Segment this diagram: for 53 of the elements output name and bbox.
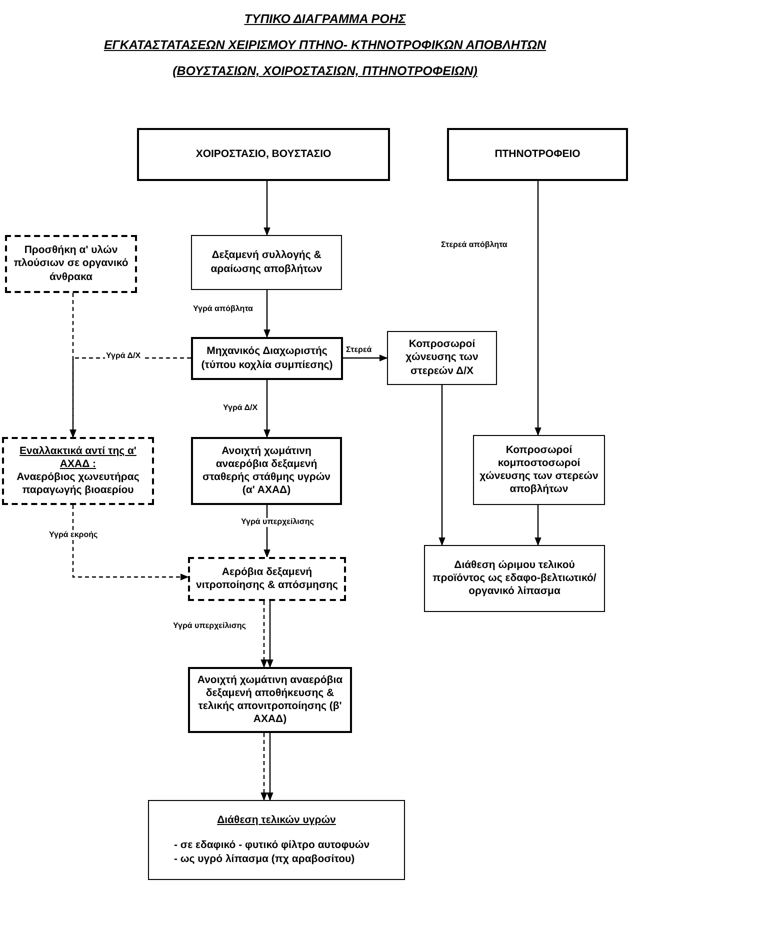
optional-process-box — [2, 437, 154, 505]
arrow — [534, 505, 542, 546]
dashed-arrow — [72, 505, 189, 580]
box-heading: Εναλλακτικά αντί της α' ΑΧΑΔ : — [18, 444, 138, 471]
arrow — [534, 181, 542, 436]
arrow — [266, 601, 274, 668]
box-text: Ανοιχτή χωμάτινη αναερόβια δεξαμενή σταθερής στάθμης υγρών (α' ΑΧΑΔ) — [201, 444, 332, 498]
process-box — [188, 667, 352, 733]
subtitle: (ΒΟΥΣΤΑΣΙΩΝ, ΧΟΙΡΟΣΤΑΣΙΩΝ, ΠΤΗΝΟΤΡΟΦΕΙΩΝ) — [172, 64, 478, 78]
process-box — [191, 337, 343, 380]
box-text: Δεξαμενή συλλογής & αραίωσης αποβλήτων — [210, 249, 324, 276]
list-item: - ως υγρό λίπασμα (πχ αραβοσίτου) — [174, 852, 355, 866]
dashed-arrow — [260, 733, 268, 801]
optional-process-box — [188, 557, 346, 601]
edge-label: Υγρά απόβλητα — [192, 305, 254, 314]
box-text: ΧΟΙΡΟΣΤΑΣΙΟ, ΒΟΥΣΤΑΣΙΟ — [196, 148, 332, 162]
process-box — [191, 235, 342, 290]
edge-label: Υγρά Δ/Χ — [105, 352, 142, 361]
process-box — [191, 437, 342, 505]
list-item: - σε εδαφικό - φυτικό φίλτρο αυτοφυών — [174, 839, 370, 853]
box-text: Κοπροσωροί χώνευσης των στερεών Δ/Χ — [404, 338, 480, 378]
source-box — [137, 128, 390, 181]
box-text: Ανοιχτή χωμάτινη αναερόβια δεξαμενή αποθήκευσης & τελικής απονιτροποίησης (β' ΑΧΑΔ) — [196, 674, 344, 726]
output-box — [424, 545, 605, 612]
process-box — [473, 435, 605, 505]
box-heading: Διάθεση τελικών υγρών — [217, 814, 336, 828]
arrow — [264, 380, 270, 438]
box-text: Αναερόβιος χωνευτήρας παραγωγής βιοαερίου — [16, 471, 140, 498]
arrow — [438, 385, 446, 546]
edge-label: Υγρά εκροής — [48, 531, 99, 540]
box-text: Κοπροσωροί κομποστοσωροί χώνευσης των στερεών αποβλήτων — [478, 444, 600, 496]
arrow — [264, 290, 270, 338]
edge-label: Υγρά Δ/Χ — [222, 404, 259, 413]
dashed-arrow — [70, 293, 76, 438]
edge-label: Στερεά απόβλητα — [440, 241, 508, 250]
process-box — [387, 331, 497, 385]
optional-process-box — [5, 235, 137, 293]
edge-label: Στερεά — [345, 346, 373, 355]
arrow — [266, 733, 274, 801]
edge-label: Υγρά υπερχείλισης — [172, 622, 247, 631]
box-text: ΠΤΗΝΟΤΡΟΦΕΙΟ — [494, 148, 580, 162]
diagram-title: ΤΥΠΙΚΟ ΔΙΑΓΡΑΜΜΑ ΡΟΗΣ — [244, 12, 406, 26]
dashed-arrow — [260, 601, 268, 668]
edge-label: Υγρά υπερχείλισης — [240, 518, 315, 527]
arrow — [343, 354, 388, 362]
box-text: Διάθεση ώριμου τελικού προϊόντος ως εδαφο-βελτιωτικό/οργανικό λίπασμα — [432, 558, 598, 598]
source-box — [447, 128, 628, 181]
arrow — [264, 181, 270, 236]
output-box — [148, 800, 405, 880]
subtitle: ΕΓΚΑΤΑΣΤΑΤΑΣΕΩΝ ΧΕΙΡΙΣΜΟΥ ΠΤΗΝΟ- ΚΤΗΝΟΤΡΟΦΙΚΩΝ ΑΠΟΒΛΗΤΩΝ — [104, 38, 546, 52]
box-text: Αερόβια δεξαμενή νιτροποίησης & απόσμησης — [194, 566, 339, 592]
box-text: Μηχανικός Διαχωριστής (τύπου κοχλία συμπίεσης) — [200, 345, 334, 372]
box-text: Προσθήκη α' υλών πλούσιων σε οργανικό άνθρακα — [12, 244, 130, 284]
